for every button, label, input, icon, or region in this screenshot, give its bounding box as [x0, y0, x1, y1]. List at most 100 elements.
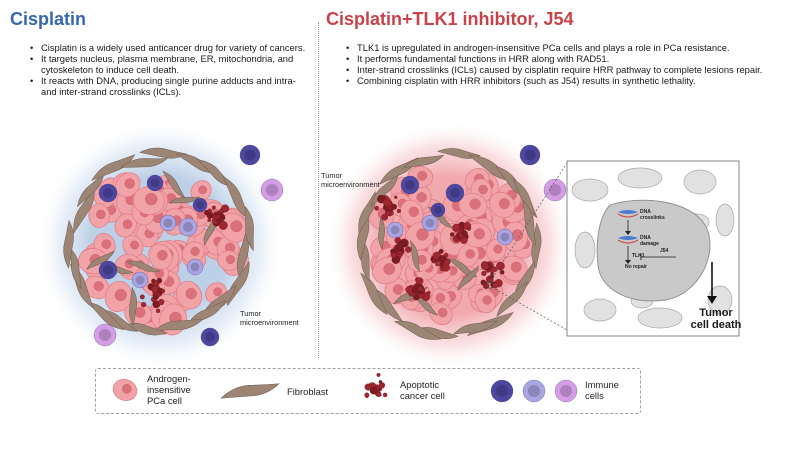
damage-to-norepair-arrowhead	[625, 260, 631, 264]
pca-cell-nucleus	[114, 289, 127, 302]
immune-cell-nucleus	[405, 180, 415, 190]
pca-cell-nucleus	[473, 228, 485, 240]
free-immune-cell	[93, 323, 117, 347]
pca-cell-nucleus	[190, 246, 200, 256]
immune-cell	[98, 183, 118, 203]
left-panel-title: Cisplatin	[10, 9, 87, 29]
legend-immune-light-nucleus	[559, 384, 573, 398]
fibroblast	[393, 320, 442, 340]
immune-cell	[400, 175, 420, 195]
left-bullet-1: Cisplatin is a widely used anticancer dr…	[28, 42, 310, 53]
free-immune-cell	[543, 178, 567, 202]
immune-cell-nucleus	[163, 218, 173, 228]
apoptotic-fragment	[207, 218, 212, 223]
apoptotic-fragment	[432, 259, 436, 264]
immune-cell-nucleus	[450, 188, 460, 198]
pca-cell-nucleus	[416, 192, 427, 203]
apoptotic-fragment	[390, 252, 397, 258]
apoptotic-fragment	[438, 255, 446, 263]
fibroblast	[360, 272, 388, 316]
apoptotic-fragment	[499, 270, 505, 275]
right-panel-title: Cisplatin+TLK1 inhibitor, J54	[326, 9, 574, 29]
fibroblast	[220, 383, 280, 399]
apoptotic-fragment	[382, 392, 388, 398]
pca-cell-nucleus	[124, 178, 135, 189]
apoptotic-fragment	[376, 372, 381, 377]
apoptotic-fragment	[221, 204, 230, 213]
pca-cell-nucleus	[145, 192, 158, 206]
apoptotic-fragment	[438, 248, 444, 254]
left-microenvironment-label: Tumor microenvironment	[240, 309, 299, 327]
apoptotic-fragment	[439, 266, 445, 272]
apoptotic-fragment	[211, 205, 216, 210]
right-bullet-4: Combining cisplatin with HRR inhibitors …	[344, 75, 764, 86]
apoptotic-fragment	[153, 294, 159, 300]
apoptotic-fragment	[156, 277, 163, 284]
dna-crosslinks-icon	[618, 210, 638, 214]
apoptotic-fragment	[364, 383, 372, 391]
apoptotic-fragment	[390, 203, 397, 210]
apoptotic-fragment	[396, 208, 401, 214]
pca-cell-nucleus	[101, 239, 112, 249]
apoptotic-fragment	[155, 308, 161, 313]
apoptotic-fragment	[405, 246, 412, 253]
pca-cell-nucleus	[478, 184, 488, 195]
legend-immune-dark	[490, 379, 514, 403]
apoptotic-fragment	[364, 392, 370, 398]
inset-connector-bottom	[487, 284, 568, 331]
pca-cell-nucleus	[134, 307, 146, 318]
apoptotic-fragment	[158, 298, 165, 306]
nucleus-fragment	[683, 169, 717, 195]
right-bullet-list: TLK1 is upregulated in androgen-insensit…	[344, 42, 764, 86]
pca-cell-nucleus	[435, 293, 446, 303]
apoptotic-fragment	[463, 222, 472, 230]
pca-cell-nucleus	[416, 228, 429, 241]
tumor-cluster-right	[356, 148, 542, 340]
death-arrowhead	[707, 296, 717, 304]
pca-cell-nucleus	[225, 254, 236, 265]
immune-cell-nucleus	[183, 222, 193, 232]
fibroblast	[128, 286, 138, 327]
immune-cell	[98, 260, 118, 280]
immune-cell-nucleus	[425, 218, 435, 228]
tumor-cell-death-label: Tumor cell death	[690, 307, 742, 331]
pca-cell-nucleus	[185, 288, 197, 300]
panel-divider	[318, 22, 319, 358]
fibroblast	[512, 178, 538, 219]
dna-strand-red-2	[617, 239, 639, 244]
nucleus-fragment	[707, 285, 733, 315]
pca-cell-nucleus	[510, 261, 522, 273]
zoom-marker	[485, 281, 493, 289]
free-immune-cell-nucleus	[205, 332, 215, 342]
legend-box	[95, 368, 641, 414]
free-immune-cell	[200, 327, 220, 347]
immune-cell	[178, 217, 198, 237]
apoptotic-fragment	[460, 230, 467, 237]
apoptotic-fragment	[491, 266, 497, 273]
dna-strand-red-1	[617, 213, 639, 218]
pca-cell-nucleus	[408, 206, 419, 217]
apoptotic-fragment	[381, 213, 388, 221]
fibroblast	[227, 260, 250, 307]
fibroblast	[452, 320, 498, 335]
pca-cell-nucleus	[93, 281, 104, 292]
pca-cell-nucleus	[437, 307, 448, 318]
apoptotic-fragment	[452, 223, 461, 232]
immune-cell	[430, 202, 446, 218]
free-immune-cell-nucleus	[265, 183, 279, 197]
left-bullet-3: It reacts with DNA, producing single pur…	[28, 75, 310, 97]
pca-cell-nucleus	[493, 244, 503, 254]
right-microenvironment-label: Tumor microenvironment	[321, 171, 380, 189]
fibroblast	[139, 147, 188, 159]
nucleus-fragment	[571, 178, 609, 202]
legend-fibroblast-label: Fibroblast	[287, 386, 329, 397]
legend-apoptotic-label: Apoptotic cancer cell	[400, 379, 445, 401]
apoptotic-fragment	[481, 262, 490, 271]
fibroblast	[86, 250, 115, 270]
apoptotic-fragment	[212, 214, 218, 220]
apoptotic-fragment	[492, 282, 499, 289]
apoptotic-fragment	[481, 270, 487, 277]
left-bullet-list: Cisplatin is a widely used anticancer dr…	[28, 42, 310, 97]
apoptotic-fragment	[378, 380, 383, 384]
cell-nucleus	[596, 199, 711, 302]
